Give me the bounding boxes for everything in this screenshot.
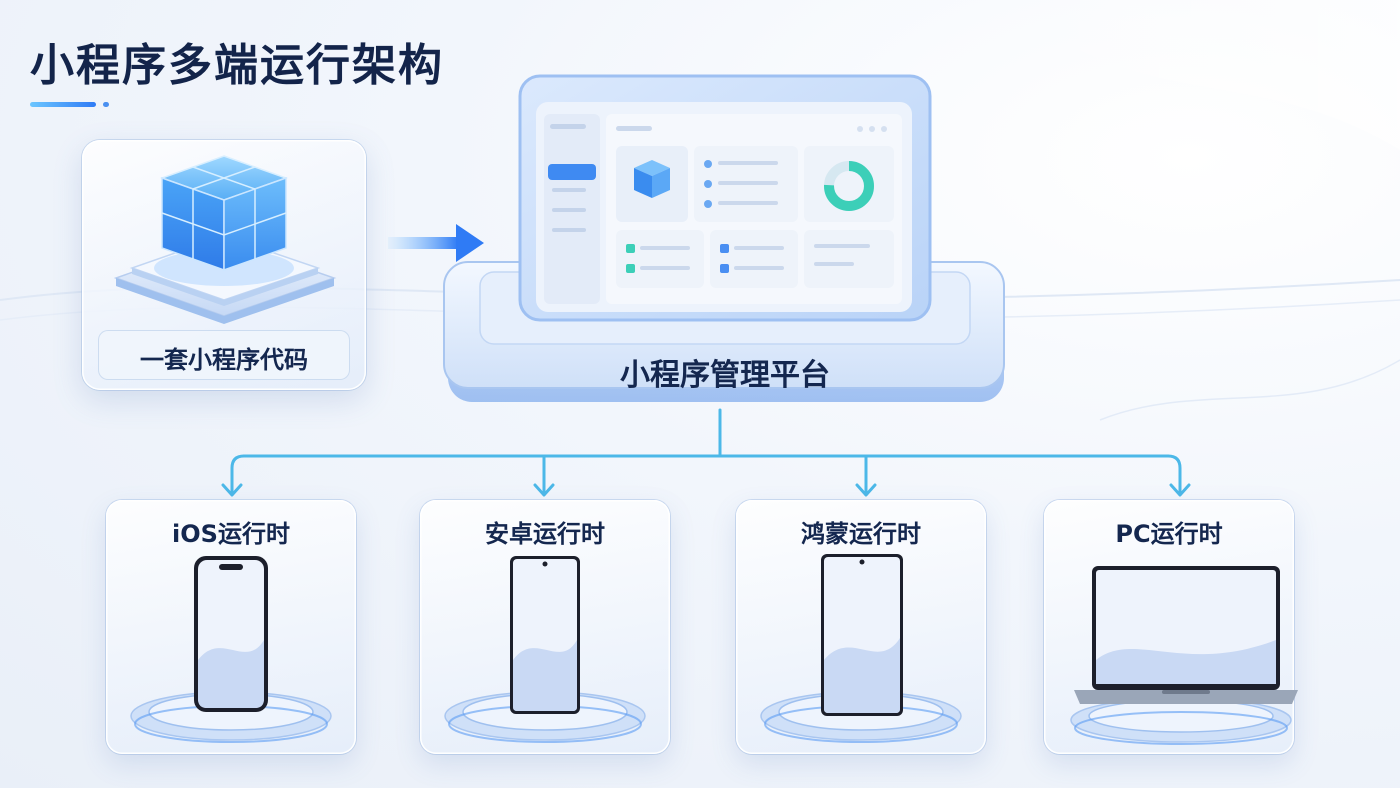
harmony-phone-icon xyxy=(760,554,962,743)
source-label-box: 一套小程序代码 xyxy=(98,330,350,380)
runtime-label-pc: PC运行时 xyxy=(1115,520,1223,548)
code-cube-icon xyxy=(113,155,337,324)
page-title: 小程序多端运行架构 xyxy=(30,40,444,91)
source-label: 一套小程序代码 xyxy=(140,346,308,374)
runtime-card-pc: PC运行时 xyxy=(1044,500,1298,754)
platform-label: 小程序管理平台 xyxy=(620,358,830,393)
right-arrow-icon xyxy=(388,224,484,262)
title-underline xyxy=(30,102,96,107)
runtime-label-ios: iOS运行时 xyxy=(172,520,290,548)
iphone-icon xyxy=(130,556,332,743)
management-platform-illustration xyxy=(443,74,1005,402)
runtime-card-ios: iOS运行时 xyxy=(106,500,356,754)
runtime-label-harmony: 鸿蒙运行时 xyxy=(801,520,921,548)
runtime-card-harmony: 鸿蒙运行时 xyxy=(736,500,986,754)
laptop-icon xyxy=(1070,566,1298,745)
runtime-card-android: 安卓运行时 xyxy=(420,500,670,754)
title-underline-dot xyxy=(103,102,109,107)
android-phone-icon xyxy=(444,556,646,743)
runtime-label-android: 安卓运行时 xyxy=(485,520,605,548)
source-code-card: 一套小程序代码 xyxy=(82,140,366,390)
